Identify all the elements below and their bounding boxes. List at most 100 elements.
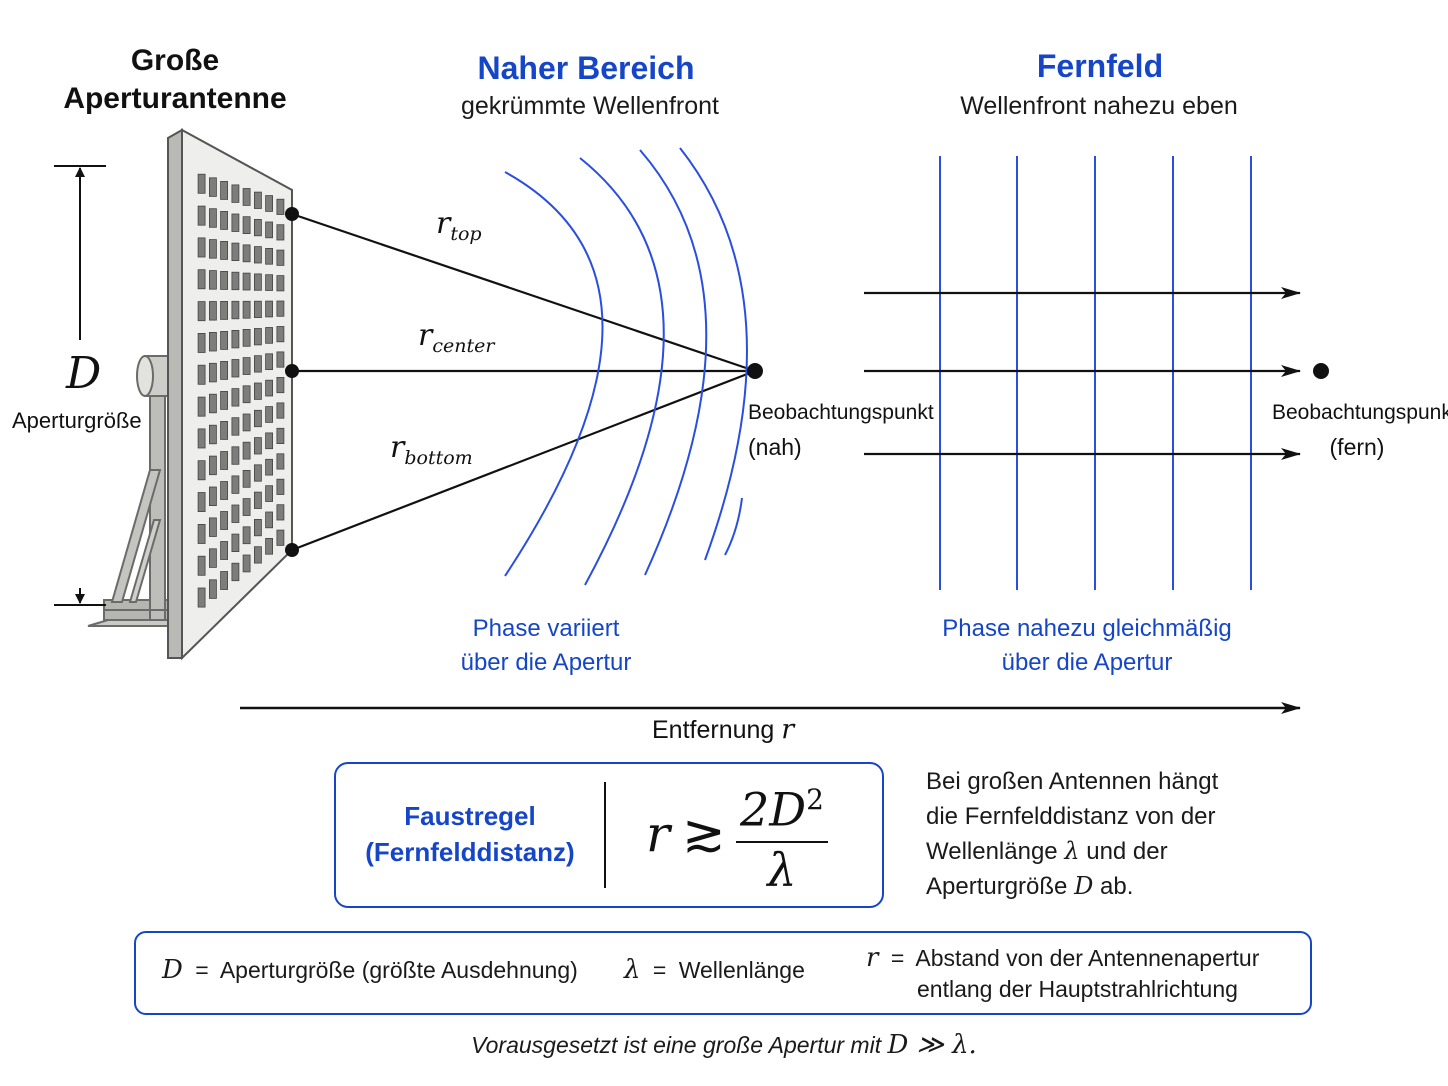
aperture-symbol: D	[62, 348, 106, 399]
antenna-element	[265, 538, 274, 555]
antenna-element	[208, 393, 217, 414]
antenna-element	[197, 205, 206, 226]
far-phase-note: Phase nahezu gleichmäßig über die Apertu…	[930, 612, 1244, 680]
explanation-line1: Bei großen Antennen hängt	[926, 768, 1219, 795]
antenna-mount	[87, 389, 183, 627]
antenna-element	[197, 492, 206, 513]
antenna-element	[231, 242, 240, 262]
antenna-element	[242, 244, 251, 263]
antenna-element	[242, 188, 251, 206]
explanation-line2: die Fernfelddistanz von der	[926, 803, 1216, 830]
near-rays	[291, 212, 756, 552]
legend-r: r = Abstand von der Antennenapertur entl…	[866, 943, 1259, 1005]
footnote-formula: D ≫ λ.	[887, 1030, 977, 1060]
antenna-element	[220, 481, 229, 500]
legend-d-text: Aperturgröße (größte Ausdehnung)	[219, 957, 578, 983]
wavefront-3	[639, 149, 708, 576]
ray-label-bottom: rbottom	[390, 430, 473, 469]
antenna-element	[276, 224, 285, 241]
far-field-rays	[864, 287, 1301, 460]
antenna-element	[276, 529, 285, 546]
antenna-element	[208, 239, 217, 259]
antenna-element	[231, 213, 240, 232]
antenna-element	[208, 270, 217, 290]
observation-point-far	[1313, 363, 1329, 379]
ray-label-top-symbol: r	[436, 206, 451, 241]
wavefront-5	[724, 497, 743, 556]
antenna-element	[253, 328, 262, 346]
wavefront-4	[679, 147, 748, 561]
antenna-element	[253, 546, 262, 564]
antenna-element	[208, 208, 217, 228]
legend-lambda: λ = Wellenlänge	[624, 955, 805, 985]
near-subtitle: gekrümmte Wellenfront	[461, 92, 719, 120]
antenna-element	[253, 382, 262, 400]
rule-label: Faustregel (Fernfelddistanz)	[350, 798, 590, 870]
antenna-element	[231, 504, 240, 523]
antenna-element	[276, 198, 285, 215]
antenna-element	[231, 329, 240, 349]
antenna-element	[265, 195, 274, 212]
legend-box: D = Aperturgröße (größte Ausdehnung) λ =…	[134, 931, 1312, 1015]
observation-far-line1: Beobachtungspunkt	[1272, 401, 1448, 424]
ray-label-center: rcenter	[418, 318, 494, 357]
distance-axis-symbol: r	[781, 714, 795, 745]
antenna-element	[197, 173, 206, 194]
antenna-element	[197, 524, 206, 544]
antenna-title-line2: Aperturantenne	[63, 82, 287, 115]
antenna-element	[220, 330, 229, 350]
antenna-element-grid	[197, 173, 285, 608]
formula-numerator-wrap: 2D2	[732, 772, 832, 837]
antenna-element	[242, 526, 251, 545]
distance-axis-text: Entfernung	[652, 716, 775, 744]
aperture-point-center	[285, 364, 299, 378]
aperture-points	[285, 207, 299, 557]
far-subtitle: Wellenfront nahezu eben	[960, 92, 1238, 120]
rule-divider	[604, 782, 606, 888]
far-note-line2: über die Apertur	[1001, 649, 1173, 676]
antenna-element	[231, 300, 240, 320]
antenna-element	[220, 360, 229, 380]
antenna-element	[276, 478, 285, 495]
observation-label-far: Beobachtungspunkt (fern)	[1272, 396, 1448, 464]
antenna-element	[253, 409, 262, 428]
legend-lambda-symbol: λ	[624, 955, 641, 985]
explanation-line3-end: und der	[1086, 838, 1168, 865]
antenna-element	[242, 300, 251, 319]
antenna-element	[197, 301, 206, 322]
antenna-element	[197, 332, 206, 353]
antenna-element	[242, 554, 251, 573]
antenna-element	[220, 541, 229, 560]
antenna-element	[242, 469, 251, 488]
legend-lambda-text: Wellenlänge	[678, 957, 805, 983]
antenna-element	[197, 364, 206, 385]
antenna-panel	[167, 128, 293, 661]
rule-of-thumb-box: Faustregel (Fernfelddistanz) r ≳ 2D2 λ	[334, 762, 884, 908]
antenna-element	[242, 413, 251, 432]
explanation-line3: Wellenlänge λ und der	[926, 834, 1218, 869]
antenna-element	[220, 451, 229, 470]
antenna-element	[253, 300, 262, 319]
footnote-text: Vorausgesetzt ist eine große Apertur mit	[471, 1032, 882, 1058]
distance-axis-label: Entfernung r	[652, 714, 794, 745]
antenna-element	[231, 475, 240, 494]
antenna-element	[242, 357, 251, 375]
formula-fraction: 2D2 λ	[732, 772, 832, 897]
plane-wavefronts	[939, 156, 1252, 590]
aperture-point-bottom	[285, 543, 299, 557]
antenna-element	[265, 432, 274, 450]
antenna-element	[265, 379, 274, 397]
explanation-text: Bei großen Antennen hängt die Fernfelddi…	[926, 764, 1218, 904]
wavefront-1	[504, 171, 604, 577]
observation-far-line2: (fern)	[1329, 434, 1385, 460]
antenna-element	[208, 362, 217, 383]
formula-lhs: r	[646, 805, 670, 863]
antenna-title: Große Aperturantenne	[60, 42, 290, 118]
antenna-element	[197, 237, 206, 258]
antenna-element	[242, 272, 251, 291]
antenna-element	[276, 453, 285, 470]
ray-label-bottom-subscript: bottom	[404, 447, 473, 469]
antenna-element	[253, 464, 262, 482]
antenna-element	[253, 273, 262, 291]
